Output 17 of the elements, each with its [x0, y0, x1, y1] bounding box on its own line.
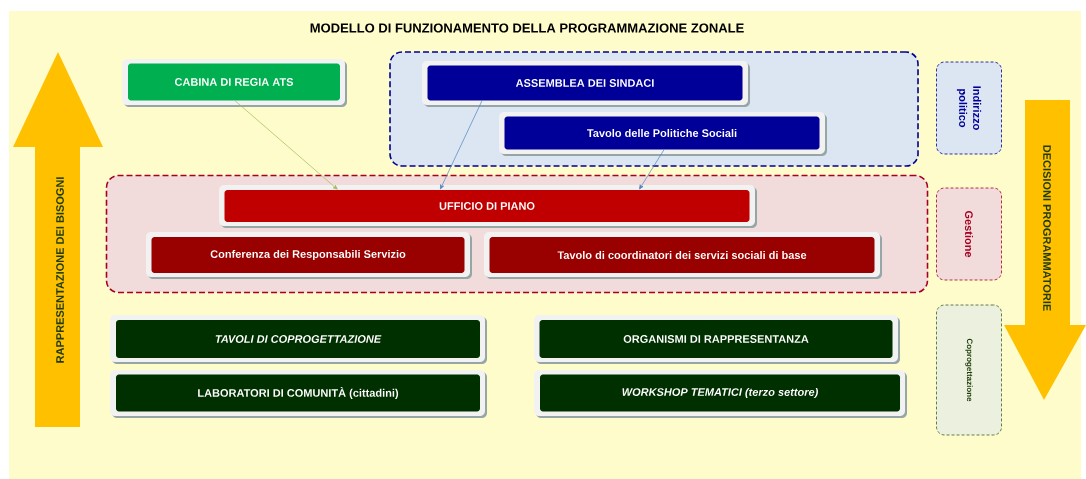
- process-box: TAVOLI DI COPROGETTAZIONE: [110, 315, 487, 364]
- arrow: [440, 100, 483, 190]
- process-box: WORKSHOP TEMATICI (terzo settore): [534, 370, 907, 418]
- side-label-box: Coprogettazione: [936, 304, 1002, 436]
- process-box: ASSEMBLEA DEI SINDACI: [422, 61, 750, 107]
- process-box: ORGANISMI DI RAPPRESENTANZA: [534, 315, 900, 364]
- process-box: Conferenza dei Responsabili Servizio: [146, 232, 472, 279]
- arrow: [639, 149, 665, 190]
- arrow: [234, 100, 338, 190]
- process-box: UFFICIO DI PIANO: [219, 185, 757, 228]
- process-box: Tavolo di coordinatori dei servizi sociali di base: [484, 232, 882, 279]
- title: MODELLO DI FUNZIONAMENTO DELLA PROGRAMMAZIONE ZONALE: [310, 23, 744, 33]
- process-box: Tavolo delle Politiche Sociali: [499, 112, 827, 156]
- side-label-box: Gestione: [936, 187, 1002, 281]
- process-box: CABINA DI REGIA ATS: [122, 59, 347, 107]
- process-box: LABORATORI DI COMUNITÀ (cittadini): [110, 370, 487, 418]
- side-label-box: Indirizzo politico: [936, 61, 1002, 155]
